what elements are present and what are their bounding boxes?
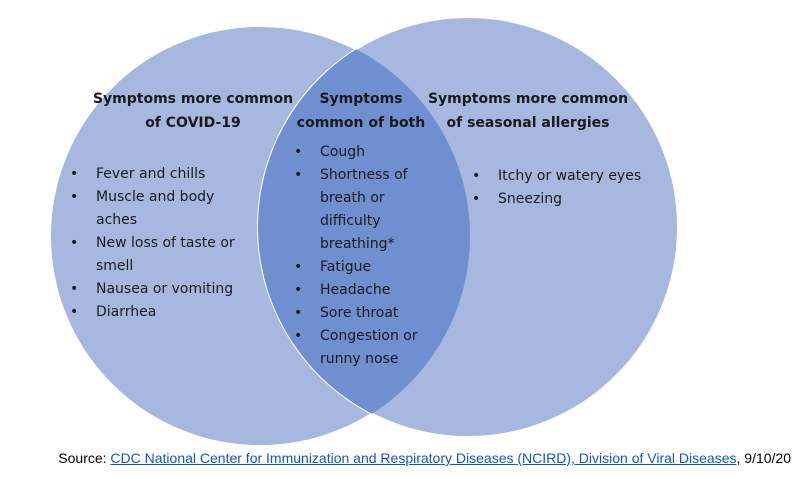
allergies-title-line-1: Symptoms more common	[427, 91, 629, 107]
list-item: Congestion or runny nose	[290, 325, 430, 371]
allergies-title: Symptoms more common of seasonal allergi…	[418, 87, 638, 135]
covid-title: Symptoms more common of COVID-19	[88, 87, 298, 135]
common-title-line-1: Symptoms	[319, 91, 403, 107]
list-item: Sneezing	[468, 188, 668, 211]
source-citation: Source: CDC National Center for Immuniza…	[0, 450, 791, 466]
covid-title-line-2: of COVID-19	[145, 115, 241, 131]
list-item: Itchy or watery eyes	[468, 165, 668, 188]
list-item: Sore throat	[290, 302, 430, 325]
source-prefix: Source:	[58, 450, 111, 466]
common-symptom-list: Cough Shortness of breath or difficulty …	[290, 141, 430, 371]
list-item: Muscle and body aches	[66, 186, 256, 232]
list-item: New loss of taste or smell	[66, 232, 256, 278]
allergies-title-line-2: of seasonal allergies	[446, 115, 610, 131]
list-item: Headache	[290, 279, 430, 302]
list-item: Diarrhea	[66, 301, 256, 324]
source-date: , 9/10/20	[736, 450, 792, 466]
allergies-symptom-list: Itchy or watery eyes Sneezing	[468, 165, 668, 211]
covid-title-line-1: Symptoms more common	[92, 91, 294, 107]
list-item: Shortness of breath or difficulty breath…	[290, 164, 430, 256]
list-item: Nausea or vomiting	[66, 278, 256, 301]
common-title: Symptoms common of both	[296, 87, 426, 135]
list-item: Fatigue	[290, 256, 430, 279]
list-item: Cough	[290, 141, 430, 164]
covid-symptom-list: Fever and chills Muscle and body aches N…	[66, 163, 256, 324]
source-link[interactable]: CDC National Center for Immunization and…	[110, 450, 737, 466]
common-title-line-2: common of both	[296, 115, 426, 131]
list-item: Fever and chills	[66, 163, 256, 186]
